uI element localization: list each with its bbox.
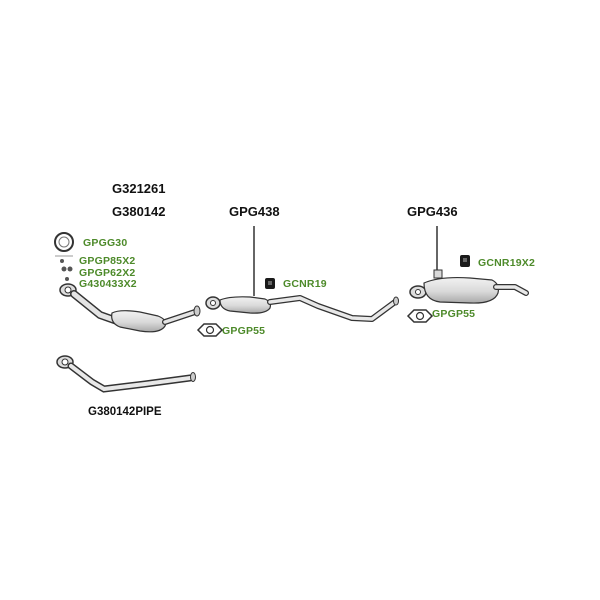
label-pipe: G380142PIPE [88,406,162,418]
catalytic-converter-icon [59,283,201,333]
label-main-code-2: G380142 [112,204,166,219]
label-mount-rear: GCNR19X2 [478,257,536,269]
label-gasket-ring: GPGG30 [83,237,128,249]
rear-silencer-icon [409,269,529,304]
label-gasket-rear: GPGP55 [432,308,476,320]
silencer-icon [205,295,399,322]
flange-gasket-icon [196,323,224,337]
label-mount-front: GCNR19 [283,278,327,290]
label-front-box: GPG438 [229,204,280,219]
rubber-mount-icon [265,278,275,289]
label-gasket-front: GPGP55 [222,325,266,337]
rubber-mount-rear-icon [460,255,470,267]
label-rear-box: GPG436 [407,204,458,219]
pipe-icon [56,355,196,393]
label-main-code-1: G321261 [112,181,166,196]
gasket-ring-icon [54,232,74,252]
label-bolts-3: G430433X2 [79,278,137,290]
bolt-icon [60,259,73,281]
label-bolts-1: GPGP85X2 [79,255,136,267]
label-bolts-2: GPGP62X2 [79,267,136,279]
flange-gasket-rear-icon [406,309,434,323]
